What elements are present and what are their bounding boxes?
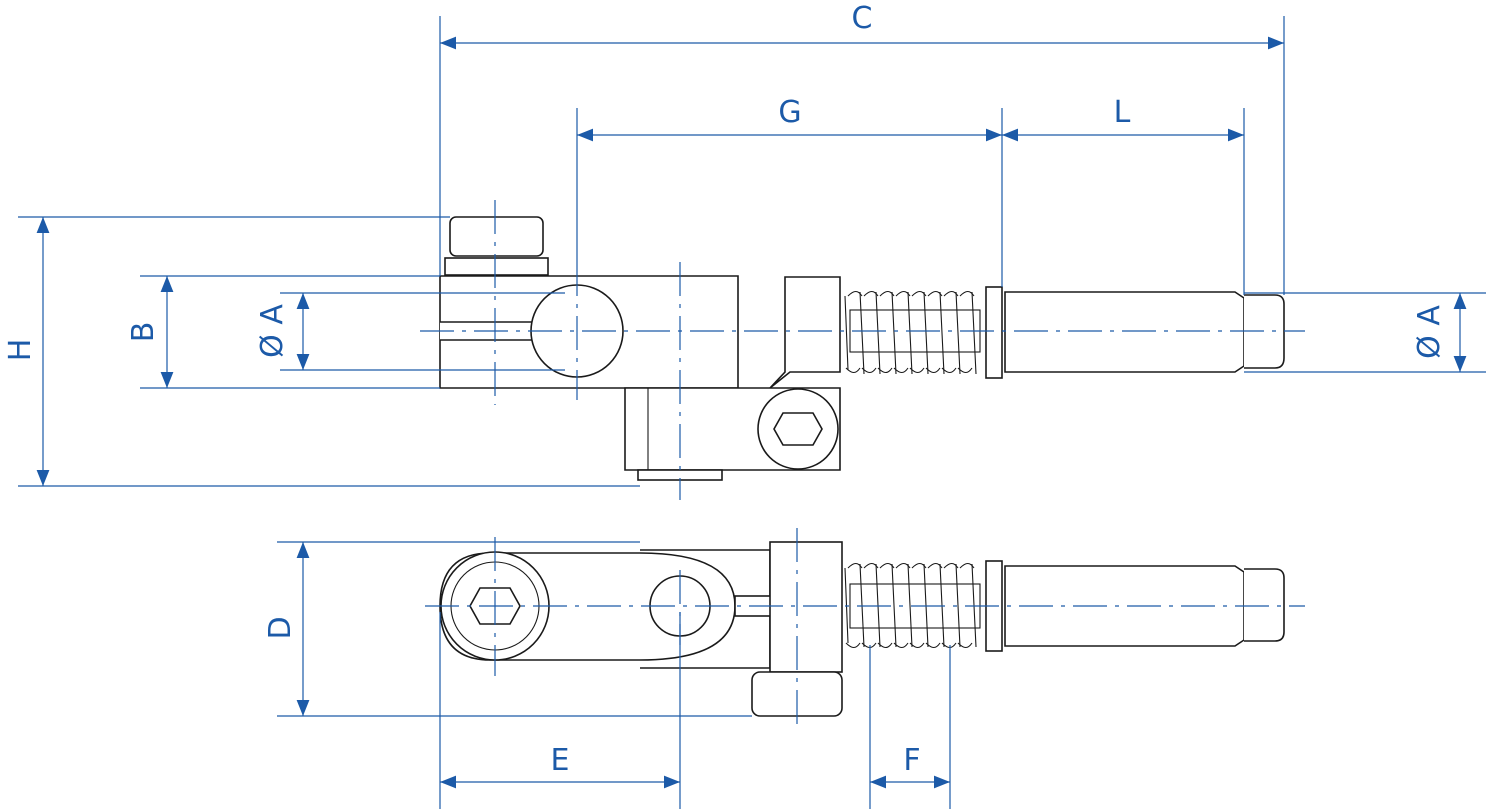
spring [844,290,981,375]
label-E: E [551,743,570,778]
label-L: L [1114,95,1131,130]
label-D: D [263,616,298,639]
label-F: F [903,743,920,778]
label-H: H [3,339,38,362]
label-B: B [126,322,161,343]
label-C: C [852,1,873,36]
plunger-housing-2 [769,541,843,673]
clamp-screw-head [449,216,544,257]
plunger-collar [985,286,1003,379]
hex-socket-icon [773,412,823,446]
label-G: G [778,95,801,130]
bottom-view [425,528,1305,732]
dimensions: C G L E F H B Ø A Ø A D [3,1,1486,809]
top-view [420,200,1305,500]
label-A-right: Ø A [1412,305,1447,359]
screw-washer [444,257,549,276]
plunger-housing [769,276,841,389]
plunger-tip-2 [1244,568,1285,642]
label-A-left: Ø A [255,304,290,358]
plunger-pin [1004,291,1245,373]
